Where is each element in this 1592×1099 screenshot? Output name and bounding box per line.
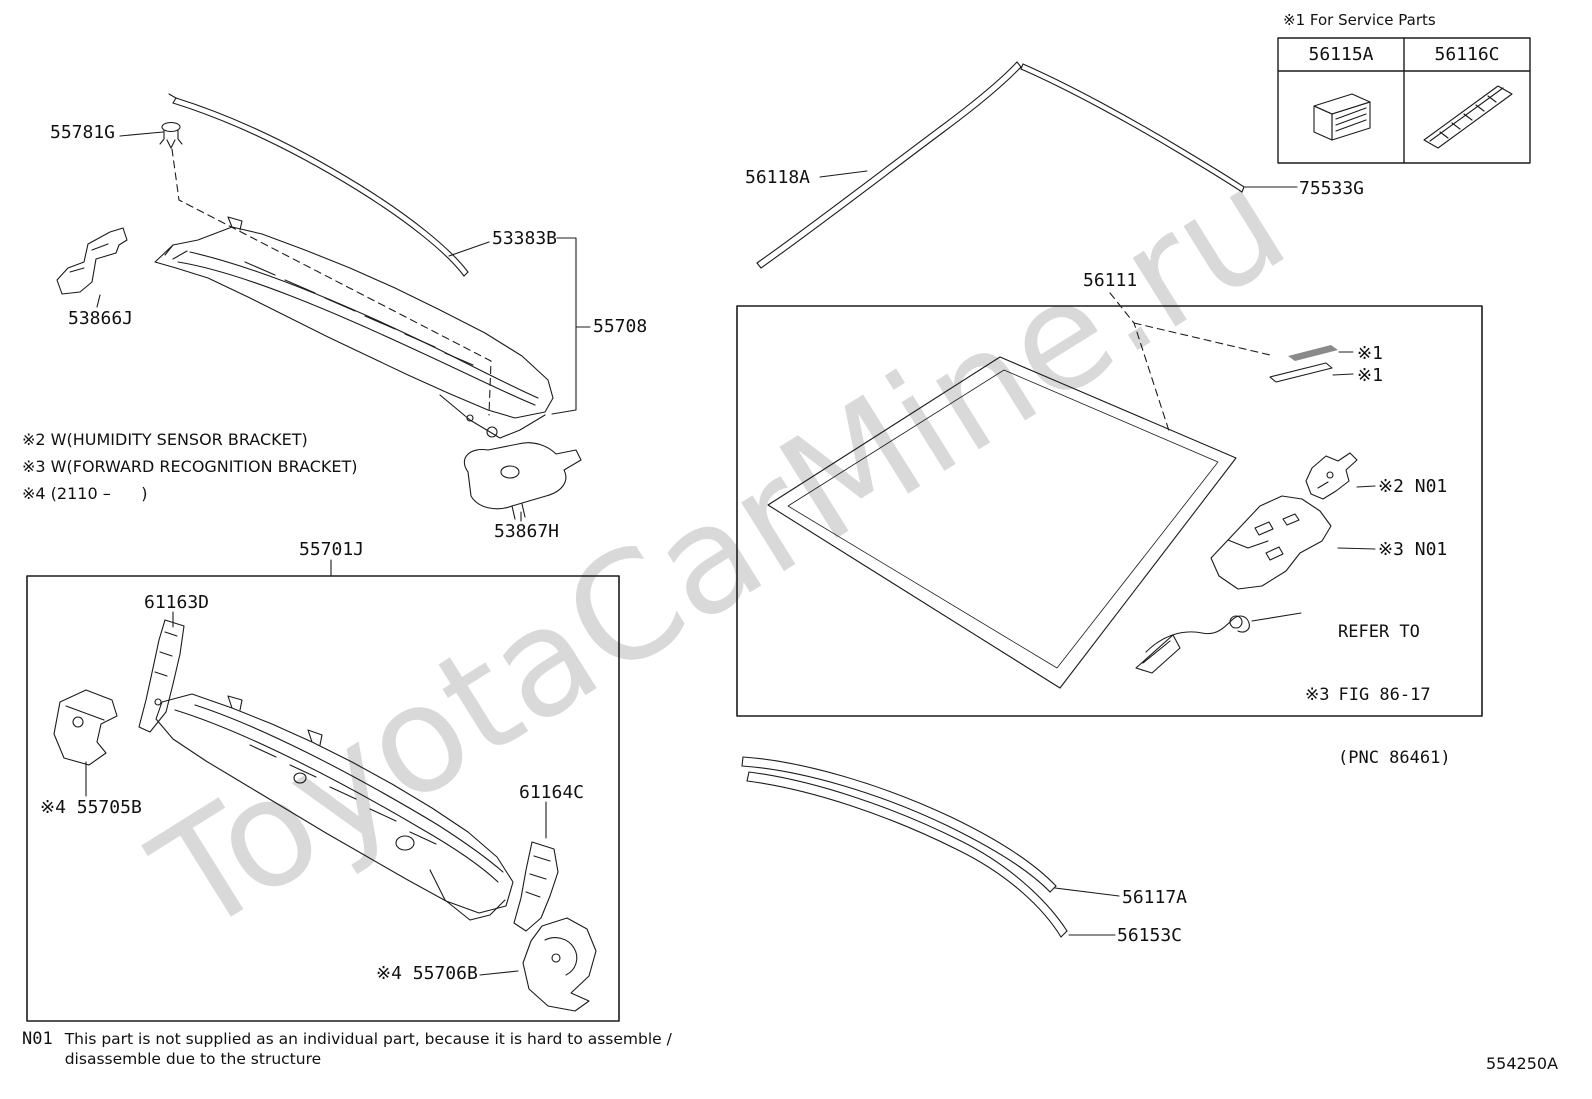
- note-forward-recognition: ※3 W(FORWARD RECOGNITION BRACKET): [22, 457, 358, 476]
- part-label-75533G[interactable]: 75533G: [1299, 178, 1365, 199]
- dash-panel-art: [155, 693, 514, 921]
- service-part-label-56115A[interactable]: 56115A: [1308, 44, 1374, 65]
- pnc-line: (PNC 86461): [1338, 748, 1451, 768]
- fig-prefix: ※3: [1305, 685, 1330, 705]
- molding-56117A-art: [741, 756, 1057, 893]
- refer-to-line: REFER TO: [1338, 622, 1420, 642]
- service-part-56115A-art: [1313, 93, 1371, 141]
- wire-connector-art: [1135, 615, 1250, 674]
- part-label-56153C[interactable]: 56153C: [1117, 925, 1183, 946]
- footer-note: N01 This part is not supplied as an indi…: [22, 1029, 672, 1069]
- fig-number[interactable]: FIG 86-17: [1338, 685, 1431, 705]
- clip-55781G-art: [159, 121, 183, 149]
- service-parts-title: ※1 For Service Parts: [1283, 11, 1436, 29]
- note-humidity-sensor: ※2 W(HUMIDITY SENSOR BRACKET): [22, 430, 308, 449]
- assembly-box-55701J: [26, 575, 620, 1022]
- bracket-61163D-art: [138, 619, 185, 733]
- part-label-55706B[interactable]: ※4 55706B: [376, 963, 478, 984]
- footer-note-text: This part is not supplied as an individu…: [64, 1030, 672, 1068]
- doc-number: 554250A: [1486, 1054, 1559, 1073]
- molding-56118A-art: [756, 61, 1022, 269]
- service-parts-table: [1277, 37, 1531, 164]
- ref-mark-3-n01: ※3 N01: [1378, 539, 1448, 560]
- part-label-53866J[interactable]: 53866J: [68, 308, 134, 329]
- bracket-53867H-art: [463, 442, 582, 520]
- part-label-55705B[interactable]: ※4 55705B: [40, 797, 142, 818]
- note-production-range: ※4 (2110 – ): [22, 484, 148, 503]
- leader-lines: [85, 131, 1376, 976]
- windshield-glass-art: [767, 356, 1237, 689]
- service-pad-strips-art: [1269, 345, 1338, 383]
- cowl-top-panel-art: [154, 216, 554, 439]
- fig-line: ※3 FIG 86-17: [1305, 685, 1451, 706]
- bracket-55706B-art: [522, 917, 597, 1012]
- part-label-53867H[interactable]: 53867H: [494, 521, 560, 542]
- bracket-61164C-art: [513, 841, 559, 932]
- part-label-56111[interactable]: 56111: [1083, 270, 1138, 291]
- part-label-53383B[interactable]: 53383B: [492, 228, 558, 249]
- dashed-reference-lines: [171, 148, 1271, 435]
- footer-note-code: N01: [22, 1029, 53, 1049]
- bracket-55705B-art: [53, 689, 118, 766]
- part-label-55781G[interactable]: 55781G: [50, 122, 116, 143]
- molding-56153C-art: [746, 771, 1068, 938]
- humidity-sensor-bracket-art: [1305, 452, 1358, 500]
- part-label-55701J[interactable]: 55701J: [299, 539, 365, 560]
- ref-mark-2-n01: ※2 N01: [1378, 476, 1448, 497]
- part-label-55708[interactable]: 55708: [593, 316, 648, 337]
- service-part-56116C-art: [1423, 85, 1513, 149]
- refer-to-block: REFER TO ※3 FIG 86-17 (PNC 86461): [1305, 580, 1451, 811]
- part-label-56117A[interactable]: 56117A: [1122, 887, 1188, 908]
- molding-53383B-art: [168, 93, 469, 277]
- molding-75533G-art: [1020, 63, 1245, 193]
- ref-mark-1a: ※1: [1357, 343, 1383, 364]
- assembly-box-56111: [736, 305, 1483, 717]
- ref-mark-1b: ※1: [1357, 365, 1383, 386]
- part-label-61164C[interactable]: 61164C: [519, 782, 585, 803]
- service-part-label-56116C[interactable]: 56116C: [1434, 44, 1500, 65]
- part-label-56118A[interactable]: 56118A: [745, 167, 811, 188]
- forward-recognition-bracket-art: [1210, 495, 1332, 590]
- part-label-61163D[interactable]: 61163D: [144, 592, 210, 613]
- bracket-53866J-art: [56, 227, 128, 295]
